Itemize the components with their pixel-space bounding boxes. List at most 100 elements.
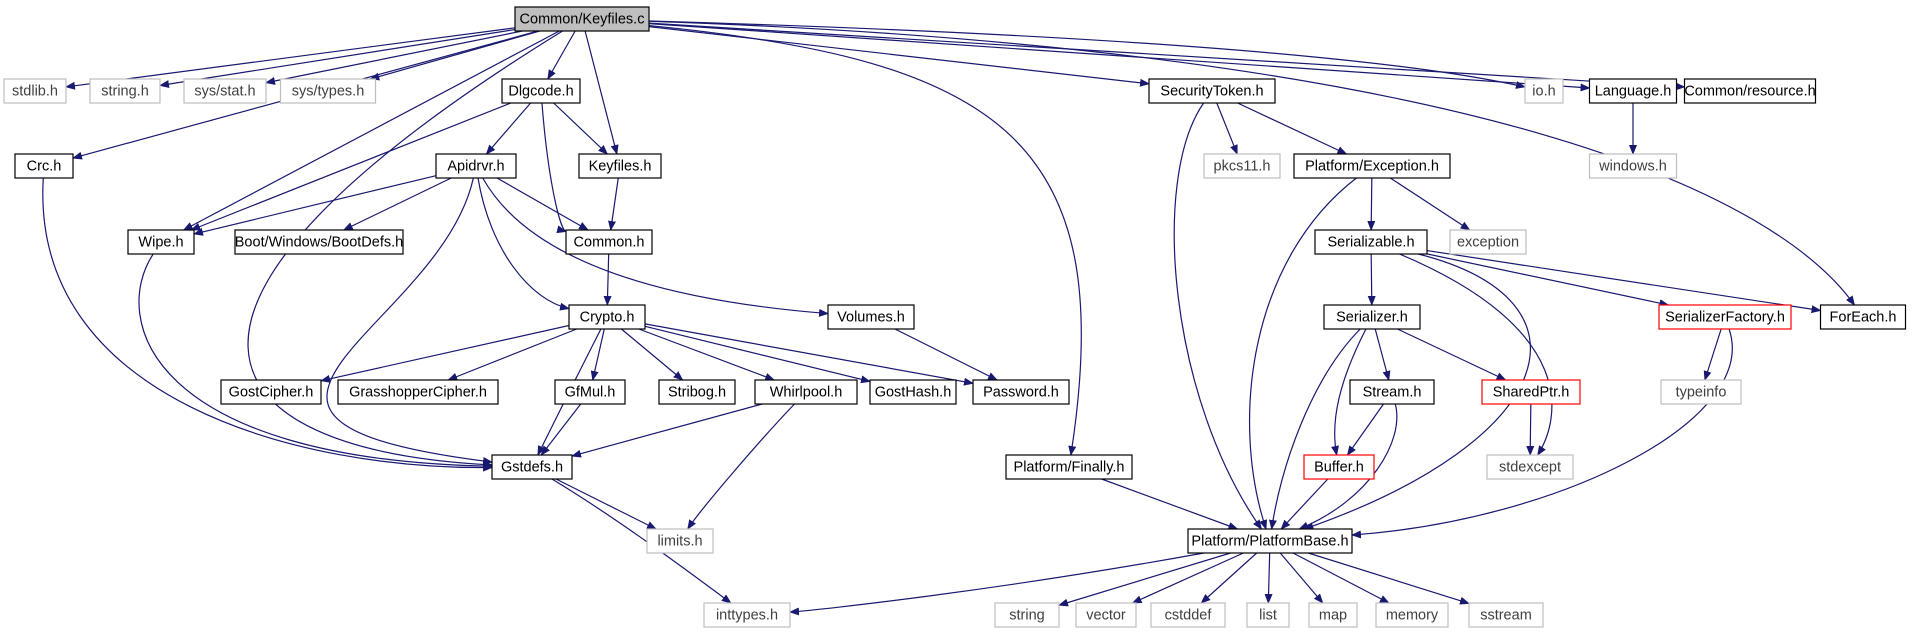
edge-securitytoken-to-pexception	[1237, 102, 1348, 155]
node-label: GfMul.h	[565, 385, 616, 401]
node-gostcipher-h[interactable]: GostCipher.h	[220, 379, 322, 405]
node-platform-finally-h[interactable]: Platform/Finally.h	[1005, 454, 1133, 480]
node-sys-stat-h[interactable]: sys/stat.h	[183, 78, 267, 104]
edge-serializable-to-serializer	[1367, 253, 1376, 306]
node-windows-h[interactable]: windows.h	[1588, 153, 1678, 179]
node-inttypes-h[interactable]: inttypes.h	[703, 602, 791, 628]
node-sys-types-h[interactable]: sys/types.h	[279, 78, 377, 104]
node-keyfiles-h[interactable]: Keyfiles.h	[578, 153, 662, 179]
node-box	[1588, 78, 1678, 104]
node-securitytoken-h[interactable]: SecurityToken.h	[1148, 78, 1276, 104]
node-crc-h[interactable]: Crc.h	[14, 153, 74, 179]
edge-pbase-to-string	[1058, 552, 1231, 607]
node-label: Keyfiles.h	[589, 159, 652, 175]
node-label: sys/types.h	[292, 84, 365, 100]
node-label: exception	[1457, 235, 1519, 251]
node-sstream[interactable]: sstream	[1468, 602, 1544, 628]
node-buffer-h[interactable]: Buffer.h	[1303, 454, 1375, 480]
node-stribog-h[interactable]: Stribog.h	[658, 379, 736, 405]
node-string[interactable]: string	[994, 602, 1060, 628]
node-vector[interactable]: vector	[1075, 602, 1137, 628]
node-label: Common/Keyfiles.c	[520, 12, 645, 28]
node-list[interactable]: list	[1246, 602, 1290, 628]
node-io-h[interactable]: io.h	[1524, 78, 1564, 104]
edge-whirlpool-to-gstdefs	[571, 403, 763, 458]
node-serializerfactory-h[interactable]: SerializerFactory.h	[1658, 304, 1792, 330]
node-grasshoppercipher-h[interactable]: GrasshopperCipher.h	[337, 379, 499, 405]
node-whirlpool-h[interactable]: Whirlpool.h	[754, 379, 858, 405]
node-stream-h[interactable]: Stream.h	[1349, 379, 1435, 405]
node-language-h[interactable]: Language.h	[1588, 78, 1678, 104]
edge-dlgcode-to-common-h	[541, 102, 567, 234]
node-box	[869, 379, 957, 405]
edge-apidrvr-to-wipe	[193, 175, 437, 236]
edge-serializerfactory-to-pbase	[1351, 328, 1733, 539]
node-stdexcept[interactable]: stdexcept	[1486, 454, 1574, 480]
node-map[interactable]: map	[1308, 602, 1358, 628]
node-foreach-h[interactable]: ForEach.h	[1819, 304, 1907, 330]
edge-whirlpool-to-limits	[687, 403, 795, 530]
node-label: windows.h	[1598, 159, 1667, 175]
node-box	[435, 153, 517, 179]
edge-pbase-to-cstddef	[1200, 552, 1258, 604]
node-limits-h[interactable]: limits.h	[646, 528, 714, 554]
node-label: typeinfo	[1676, 385, 1727, 401]
edge-pbase-to-sstream	[1308, 552, 1470, 605]
node-typeinfo[interactable]: typeinfo	[1660, 379, 1742, 405]
node-gfmul-h[interactable]: GfMul.h	[554, 379, 626, 405]
node-box	[234, 229, 404, 255]
node-common-h[interactable]: Common.h	[565, 229, 653, 255]
node-wipe-h[interactable]: Wipe.h	[127, 229, 195, 255]
node-label: stdlib.h	[12, 84, 58, 100]
node-volumes-h[interactable]: Volumes.h	[827, 304, 915, 330]
edge-apidrvr-to-crypto	[477, 177, 570, 311]
node-apidrvr-h[interactable]: Apidrvr.h	[435, 153, 517, 179]
node-string-h[interactable]: string.h	[89, 78, 161, 104]
node-serializable-h[interactable]: Serializable.h	[1314, 229, 1428, 255]
node-label: string.h	[101, 84, 149, 100]
node-pkcs11-h[interactable]: pkcs11.h	[1203, 153, 1281, 179]
node-boot-windows-bootdefs-h[interactable]: Boot/Windows/BootDefs.h	[234, 229, 404, 255]
node-label: SharedPtr.h	[1493, 385, 1570, 401]
node-gstdefs-h[interactable]: Gstdefs.h	[491, 454, 573, 480]
edge-volumes-to-password	[894, 328, 998, 381]
edge-stream-to-pbase	[1298, 403, 1398, 530]
node-box	[1303, 454, 1375, 480]
node-box	[827, 304, 915, 330]
node-box	[14, 153, 74, 179]
node-sharedptr-h[interactable]: SharedPtr.h	[1481, 379, 1581, 405]
node-platform-exception-h[interactable]: Platform/Exception.h	[1293, 153, 1451, 179]
edge-serializable-to-foreach	[1426, 249, 1822, 314]
node-label: Platform/Exception.h	[1305, 159, 1439, 175]
node-password-h[interactable]: Password.h	[972, 379, 1070, 405]
node-label: string	[1009, 608, 1044, 624]
node-platform-platformbase-h[interactable]: Platform/PlatformBase.h	[1187, 528, 1353, 554]
node-label: Gstdefs.h	[501, 460, 563, 476]
node-label: Stribog.h	[668, 385, 726, 401]
edge-pbase-to-vector	[1131, 552, 1244, 604]
node-gosthash-h[interactable]: GostHash.h	[869, 379, 957, 405]
node-box	[1658, 304, 1792, 330]
node-serializer-h[interactable]: Serializer.h	[1323, 304, 1421, 330]
edge-crypto-to-gfmul	[590, 328, 605, 381]
node-exception[interactable]: exception	[1449, 229, 1527, 255]
node-memory[interactable]: memory	[1375, 602, 1449, 628]
node-crypto-h[interactable]: Crypto.h	[568, 304, 646, 330]
node-box	[220, 379, 322, 405]
edge-crc-to-gstdefs	[42, 177, 493, 472]
node-box	[1683, 78, 1817, 104]
node-cstddef[interactable]: cstddef	[1150, 602, 1226, 628]
node-stdlib-h[interactable]: stdlib.h	[3, 78, 67, 104]
node-box	[3, 78, 67, 104]
edge-keyfiles-c-to-securitytoken	[648, 26, 1150, 87]
node-common-keyfiles-c[interactable]: Common/Keyfiles.c	[514, 6, 650, 32]
node-label: memory	[1386, 608, 1439, 624]
node-common-resource-h[interactable]: Common/resource.h	[1683, 78, 1817, 104]
edge-serializer-to-pbase	[1268, 328, 1361, 530]
node-label: Language.h	[1595, 84, 1672, 100]
node-box	[972, 379, 1070, 405]
edge-pbase-to-list	[1264, 552, 1273, 604]
node-dlgcode-h[interactable]: Dlgcode.h	[501, 78, 581, 104]
node-box	[646, 528, 714, 554]
